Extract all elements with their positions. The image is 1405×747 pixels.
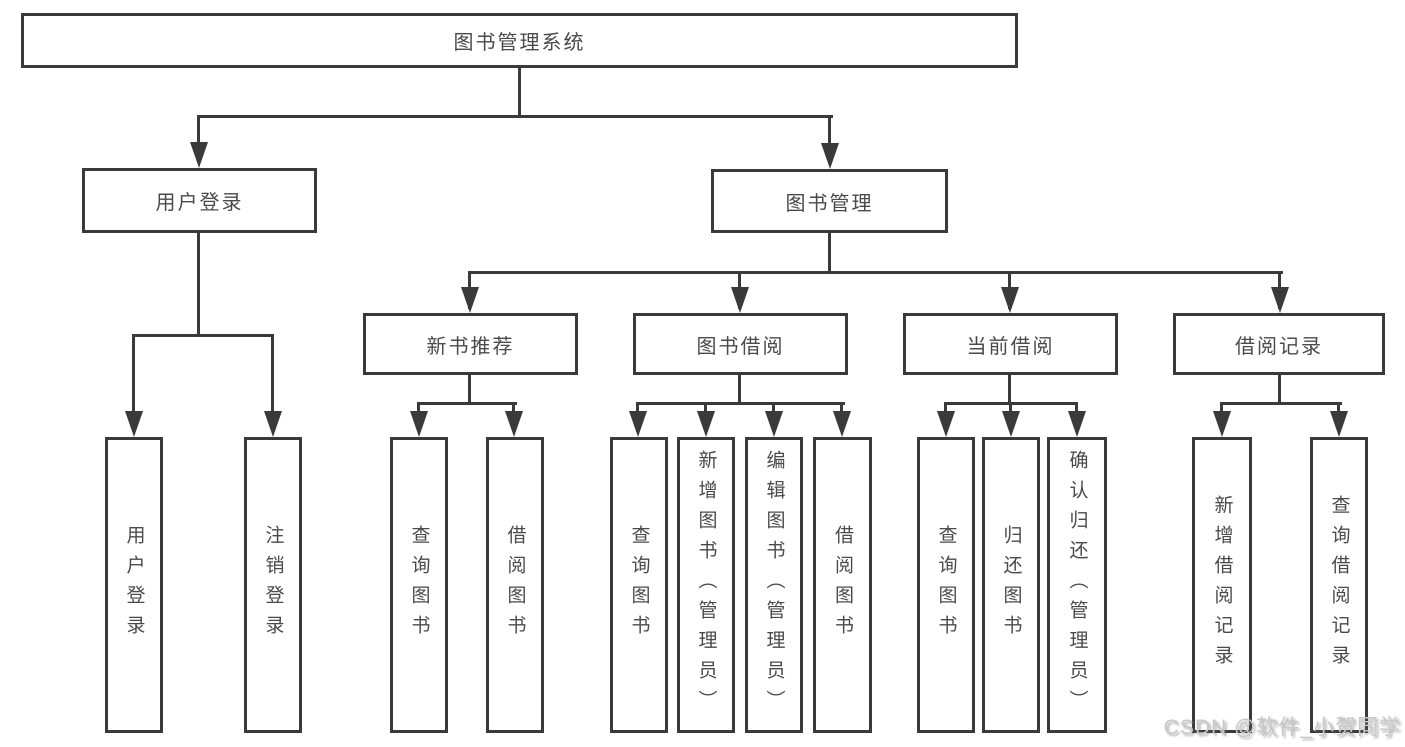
leaf-user-login: 用户登录 — [105, 437, 163, 733]
node-library-system: 图书管理系统 — [21, 13, 1018, 68]
leaf-label: 查询图书 — [628, 525, 650, 645]
arrow-down-icon — [505, 411, 523, 437]
leaf-cb-return-books: 归还图书 — [982, 437, 1040, 733]
arrow-down-icon — [1001, 287, 1019, 313]
connector-cb-split — [944, 402, 1078, 405]
leaf-logout: 注销登录 — [244, 437, 302, 733]
node-borrowing-records: 借阅记录 — [1173, 313, 1385, 375]
leaf-br-add-record: 新增借阅记录 — [1192, 437, 1252, 733]
leaf-label: 注销登录 — [262, 525, 284, 645]
arrow-down-icon — [125, 411, 143, 437]
node-book-borrowing: 图书借阅 — [633, 313, 848, 375]
connector-level2-split — [468, 271, 1283, 274]
leaf-br-query-record: 查询借阅记录 — [1310, 437, 1368, 733]
leaf-cb-query-books: 查询图书 — [917, 437, 975, 733]
node-new-book-recommend: 新书推荐 — [363, 313, 578, 375]
connector-cb-trunk — [1008, 375, 1011, 404]
leaf-label: 确认归还（管理员） — [1066, 450, 1088, 720]
leaf-label: 用户登录 — [123, 525, 145, 645]
leaf-bb-add-books-admin: 新增图书（管理员） — [677, 437, 735, 733]
arrow-down-icon — [190, 142, 208, 168]
watermark: CSDN @软件_小贺同学 — [1163, 716, 1401, 739]
node-current-borrowing: 当前借阅 — [903, 313, 1118, 375]
leaf-label: 借阅图书 — [832, 525, 853, 645]
leaf-label: 借阅图书 — [504, 525, 526, 645]
leaf-bb-query-books: 查询图书 — [610, 437, 668, 733]
leaf-label: 查询图书 — [935, 525, 957, 645]
connector-bb-trunk — [738, 375, 741, 404]
connector-book-mgmt-drop — [828, 117, 831, 163]
arrow-down-icon — [1213, 411, 1231, 437]
connector-br-split — [1220, 402, 1342, 405]
connector-leaf-drop — [271, 336, 274, 431]
connector-bb-split — [636, 402, 845, 405]
node-book-management: 图书管理 — [711, 169, 948, 233]
leaf-label: 归还图书 — [1000, 525, 1022, 645]
arrow-down-icon — [1330, 411, 1348, 437]
connector-user-login-split — [132, 334, 274, 337]
arrow-down-icon — [1002, 411, 1020, 437]
arrow-down-icon — [833, 411, 851, 437]
leaf-label: 新增图书（管理员） — [695, 450, 717, 720]
leaf-cb-confirm-return-admin: 确认归还（管理员） — [1047, 437, 1107, 733]
leaf-nbr-borrow-books: 借阅图书 — [486, 437, 544, 733]
connector-user-login-drop — [197, 117, 200, 162]
arrow-down-icon — [410, 411, 428, 437]
arrow-down-icon — [937, 411, 955, 437]
leaf-label: 新增借阅记录 — [1211, 495, 1233, 675]
arrow-down-icon — [264, 411, 282, 437]
connector-br-trunk — [1278, 375, 1281, 404]
connector-root-stem — [518, 67, 521, 117]
leaf-label: 查询图书 — [408, 525, 430, 645]
node-user-login: 用户登录 — [82, 168, 317, 233]
arrow-down-icon — [731, 287, 749, 313]
connector-level1-split — [197, 115, 833, 118]
leaf-bb-edit-books-admin: 编辑图书（管理员） — [745, 437, 803, 733]
arrow-down-icon — [697, 411, 715, 437]
connector-nbr-trunk — [468, 375, 471, 404]
leaf-bb-borrow-books: 借阅图书 — [813, 437, 872, 733]
arrow-down-icon — [765, 411, 783, 437]
connector-nbr-split — [417, 402, 517, 405]
connector-book-mgmt-trunk — [828, 233, 831, 273]
arrow-down-icon — [821, 143, 839, 169]
leaf-label: 编辑图书（管理员） — [763, 450, 785, 720]
connector-leaf-drop — [132, 336, 135, 431]
leaf-label: 查询借阅记录 — [1328, 495, 1350, 675]
arrow-down-icon — [461, 287, 479, 313]
connector-user-login-trunk — [197, 233, 200, 336]
arrow-down-icon — [629, 411, 647, 437]
leaf-nbr-query-books: 查询图书 — [390, 437, 448, 733]
arrow-down-icon — [1271, 287, 1289, 313]
arrow-down-icon — [1068, 411, 1086, 437]
